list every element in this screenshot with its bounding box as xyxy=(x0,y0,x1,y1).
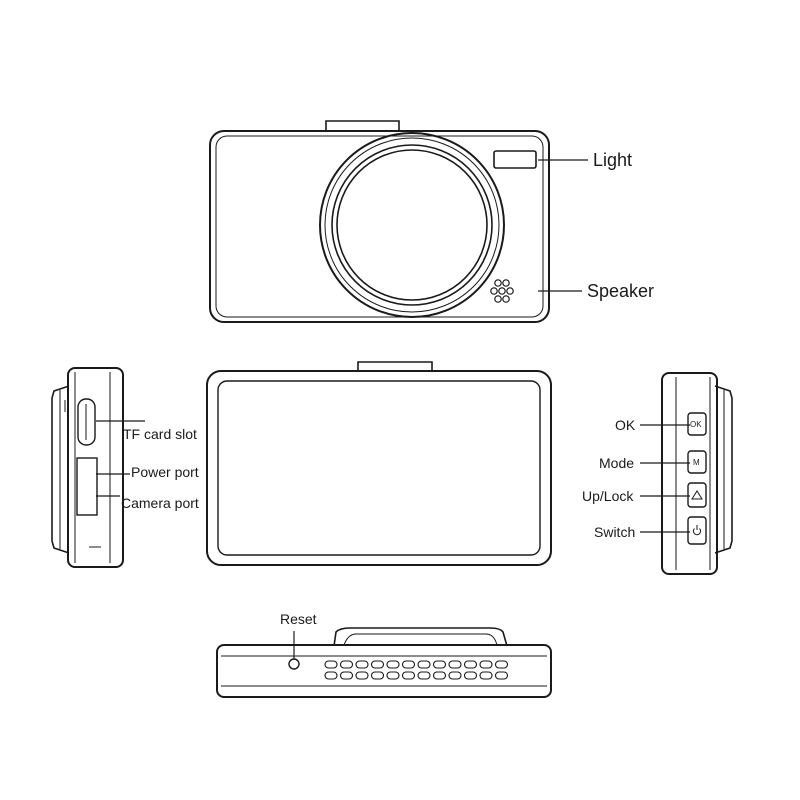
vent-slot xyxy=(494,671,509,680)
vent-slot xyxy=(386,671,400,680)
reset-hole[interactable] xyxy=(288,658,300,670)
ok-label: OK xyxy=(615,417,636,433)
camera-port-label: Camera port xyxy=(121,495,199,511)
light-element xyxy=(493,150,537,169)
vent-slot xyxy=(339,671,354,680)
ok-button[interactable] xyxy=(687,412,707,436)
vent-slot xyxy=(370,660,385,669)
vent-slot xyxy=(386,660,400,669)
tf-card-slot xyxy=(77,398,96,446)
mount-tab xyxy=(325,120,400,132)
vent-slot xyxy=(401,671,416,680)
vent-slot xyxy=(479,671,493,680)
right-lens-bump xyxy=(714,385,733,554)
vent-slot xyxy=(448,660,462,669)
screen xyxy=(217,380,541,556)
vent-slot xyxy=(370,671,385,680)
lens-inner-ring xyxy=(331,144,493,306)
port-recess xyxy=(76,457,98,516)
vent-slot xyxy=(432,671,447,680)
vent-slot xyxy=(324,671,338,680)
switch-button[interactable] xyxy=(687,516,707,545)
vent-slot xyxy=(339,660,354,669)
lens-glass xyxy=(336,149,488,301)
speaker-grille xyxy=(490,279,514,303)
vent-slot xyxy=(494,660,509,669)
vent-slot xyxy=(479,660,493,669)
vent-slot xyxy=(448,671,462,680)
light-label: Light xyxy=(593,150,632,170)
switch-label: Switch xyxy=(594,524,635,540)
rear-mount-tab xyxy=(357,361,433,372)
up-triangle-icon xyxy=(691,490,703,500)
rear-body xyxy=(206,370,552,566)
front-body-inner-edge xyxy=(215,135,544,318)
right-side-body xyxy=(661,372,718,575)
bottom-view: Reset xyxy=(216,611,552,698)
vent-slot xyxy=(463,660,478,669)
left-side-view: TF card slot Power port Camera port xyxy=(51,367,199,568)
vent-slot xyxy=(463,671,478,680)
tf-card-slot-label: TF card slot xyxy=(123,426,197,442)
front-view: Light Speaker xyxy=(209,120,654,323)
mode-button-glyph: M xyxy=(693,458,700,467)
vent-slot xyxy=(355,660,369,669)
power-port-label: Power port xyxy=(131,464,199,480)
left-side-body xyxy=(67,367,124,568)
up-lock-label: Up/Lock xyxy=(582,488,634,504)
mode-button[interactable] xyxy=(687,450,707,474)
vent-slot xyxy=(417,660,431,669)
right-side-view: OK M OK Mode Up/Lock Switch xyxy=(582,372,733,575)
lens-mid-ring xyxy=(324,137,500,313)
vent-slot xyxy=(355,671,369,680)
vent-grille xyxy=(324,660,509,680)
ok-button-glyph: OK xyxy=(690,420,702,429)
vent-slot xyxy=(432,660,447,669)
vent-slot xyxy=(324,660,338,669)
bottom-lens-top xyxy=(333,627,508,647)
vent-slot xyxy=(417,671,431,680)
front-body xyxy=(209,130,550,323)
reset-label: Reset xyxy=(280,611,317,627)
mode-label: Mode xyxy=(599,455,634,471)
bottom-body xyxy=(216,644,552,698)
power-icon xyxy=(692,525,702,536)
lens-outer-ring xyxy=(319,132,505,318)
up-lock-button[interactable] xyxy=(687,482,707,508)
rear-view xyxy=(206,361,552,566)
left-lens-bump xyxy=(51,385,70,554)
speaker-label: Speaker xyxy=(587,281,654,301)
vent-slot xyxy=(401,660,416,669)
